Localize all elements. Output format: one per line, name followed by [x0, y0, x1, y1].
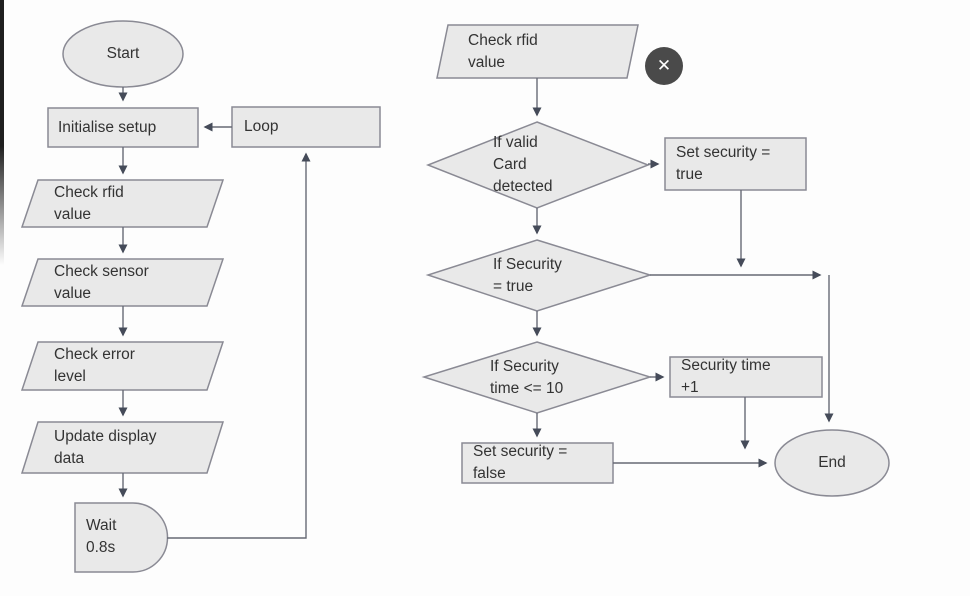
set-security-false-shape — [461, 442, 614, 484]
check-sensor-shape — [20, 258, 225, 307]
connector-wait-loop — [167, 152, 311, 539]
if-valid-card-shape — [425, 121, 651, 209]
wait-delay-shape — [74, 502, 169, 573]
security-time-inc-shape — [669, 356, 823, 398]
close-icon: ✕ — [656, 56, 672, 75]
loop-shape — [231, 106, 381, 148]
left-edge-strip — [0, 0, 4, 265]
if-security-true-shape — [425, 239, 653, 312]
check-error-shape — [20, 341, 225, 391]
check-rfid-left-shape — [20, 179, 225, 228]
close-button[interactable]: ✕ — [645, 47, 683, 85]
end-shape — [774, 429, 890, 497]
update-display-shape — [20, 421, 225, 474]
start-shape — [62, 20, 184, 88]
check-rfid-right-shape — [436, 24, 639, 79]
if-security-time-shape — [421, 341, 653, 414]
initialise-setup-shape — [47, 107, 199, 148]
set-security-true-shape — [664, 137, 807, 191]
